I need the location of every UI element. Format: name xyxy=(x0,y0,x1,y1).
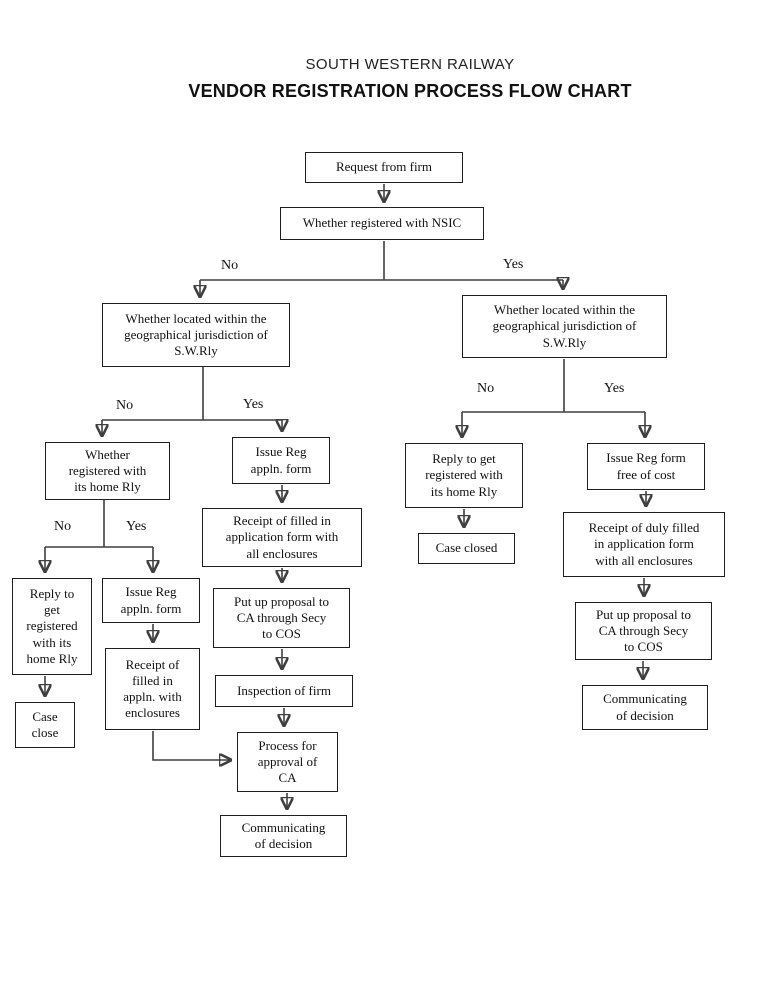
label-home-rly-no: No xyxy=(54,519,72,534)
node-jurisdiction-right: Whether located within the geographical … xyxy=(462,295,667,358)
org-title: SOUTH WESTERN RAILWAY xyxy=(305,56,515,73)
node-communicating-right: Communicating of decision xyxy=(582,685,708,730)
node-case-closed: Case closed xyxy=(418,533,515,564)
label-home-rly-yes: Yes xyxy=(126,519,147,534)
node-issue-reg-appln-left: Issue Reg appln. form xyxy=(232,437,330,484)
node-registered-with-nsic: Whether registered with NSIC xyxy=(280,207,484,240)
label-nsic-yes: Yes xyxy=(503,257,524,272)
label-jurisdiction-right-no: No xyxy=(477,381,495,396)
node-proposal-ca-right: Put up proposal to CA through Secy to CO… xyxy=(575,602,712,660)
node-process-approval-ca: Process for approval of CA xyxy=(237,732,338,792)
node-request-from-firm: Request from firm xyxy=(305,152,463,183)
node-proposal-ca-left: Put up proposal to CA through Secy to CO… xyxy=(213,588,350,648)
label-jurisdiction-right-yes: Yes xyxy=(604,381,625,396)
node-issue-reg-form-free: Issue Reg form free of cost xyxy=(587,443,705,490)
node-receipt-application-all: Receipt of filled in application form wi… xyxy=(202,508,362,567)
node-case-close: Case close xyxy=(15,702,75,748)
page-title: VENDOR REGISTRATION PROCESS FLOW CHART xyxy=(188,81,632,101)
node-jurisdiction-left: Whether located within the geographical … xyxy=(102,303,290,367)
node-reply-get-registered-right: Reply to get registered with its home Rl… xyxy=(405,443,523,508)
label-jurisdiction-left-no: No xyxy=(116,398,134,413)
node-issue-reg-appln-inner: Issue Reg appln. form xyxy=(102,578,200,623)
label-jurisdiction-left-yes: Yes xyxy=(243,397,264,412)
node-communicating-left: Communicating of decision xyxy=(220,815,347,857)
connector-receipt-to-process-elbow xyxy=(152,731,231,760)
node-reply-get-registered-left: Reply to get registered with its home Rl… xyxy=(12,578,92,675)
node-registered-home-rly: Whether registered with its home Rly xyxy=(45,442,170,500)
node-inspection-of-firm: Inspection of firm xyxy=(215,675,353,707)
label-nsic-no: No xyxy=(221,258,239,273)
node-receipt-duly-filled: Receipt of duly filled in application fo… xyxy=(563,512,725,577)
node-receipt-appln-enclosures: Receipt of filled in appln. with enclosu… xyxy=(105,648,200,730)
